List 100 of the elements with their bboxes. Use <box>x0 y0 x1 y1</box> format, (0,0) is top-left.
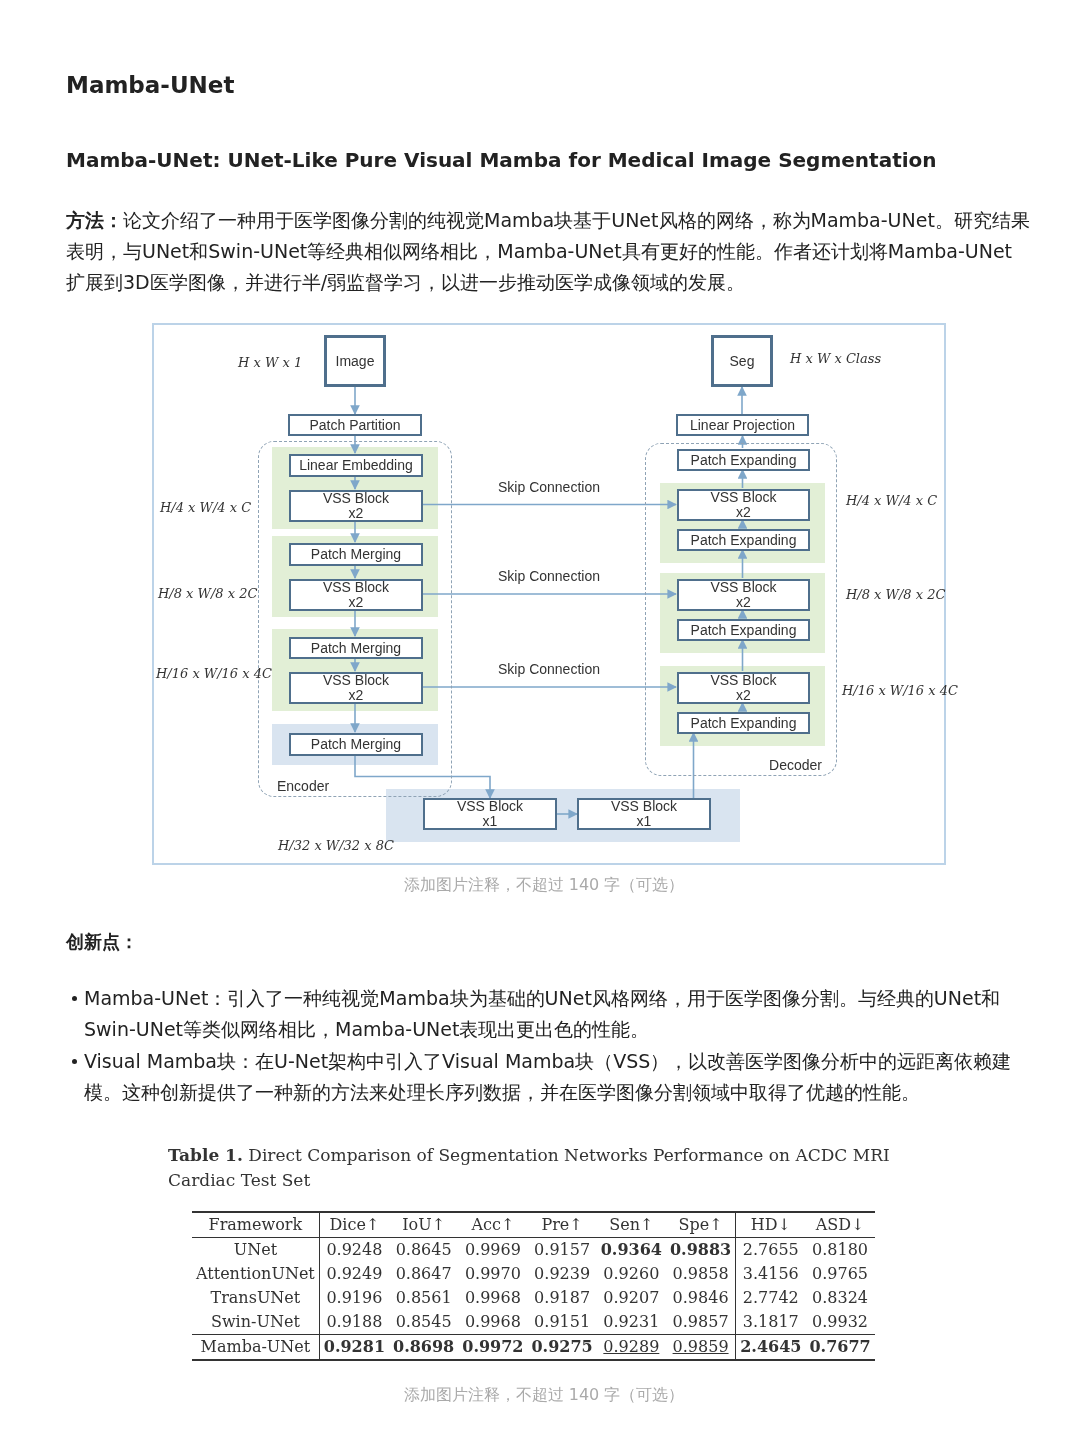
arrow <box>737 639 748 672</box>
arrow <box>737 435 748 449</box>
table-header-cell: Framework <box>192 1212 320 1238</box>
table-header-cell: Sen↑ <box>596 1212 666 1238</box>
process-box: VSS Block x2 <box>677 672 810 704</box>
arrow <box>421 682 677 692</box>
table-cell-text: 0.9187 <box>533 1287 592 1309</box>
arrow <box>737 386 747 415</box>
table-cell-text: 0.9207 <box>602 1287 661 1309</box>
table-cell: 2.7655 <box>735 1237 806 1262</box>
dimension-label: H/4 x W/4 x C <box>846 493 938 508</box>
group-label: Encoder <box>277 778 330 794</box>
table-header-cell: ASD↓ <box>805 1212 875 1238</box>
table-cell: 3.1817 <box>735 1310 806 1335</box>
table-cell: 0.9857 <box>665 1310 736 1335</box>
table-header-cell: Spe↑ <box>665 1212 736 1238</box>
process-box: Linear Projection <box>676 414 809 436</box>
table-cell: UNet <box>192 1237 320 1262</box>
table-cell-text: 0.8324 <box>811 1287 870 1309</box>
arrow <box>350 435 360 454</box>
caption-field: 添加图片注释，不超过 140 字（可选） <box>403 1385 685 1406</box>
method-paragraph: 方法：论文介绍了一种用于医学图像分割的纯视觉Mamba块基于UNet风格的网络，称为Mamba-UNet。研究结果表明，与UNet和Swin-UNet等经典相似网络相比，Mamba-UNet具有更好的性能。作者还计划将Mamba-UNet扩展到3D医学图像，并进行半/弱监督学习，以进一步推动医学成像领域的发展。 <box>66 208 1031 295</box>
table-cell: 0.9157 <box>527 1237 597 1262</box>
page-heading: Mamba-UNet <box>66 72 235 98</box>
process-box: VSS Block x2 <box>677 579 810 611</box>
table-cell: 3.4156 <box>735 1262 806 1286</box>
table-cell: 0.7677 <box>805 1334 875 1360</box>
bullet-text: Visual Mamba块：在U-Net架构中引入了Visual Mamba块（VSS），以改善医学图像分析中的远距离依赖建模。这种创新提供了一种新的方法来处理长序列数据，并在医学图像分割领域中取得了优越的性能。 <box>84 1049 1013 1105</box>
table-header-cell: Acc↑ <box>458 1212 528 1238</box>
arrow <box>354 754 495 799</box>
process-box: Patch Expanding <box>677 619 810 641</box>
arrow <box>350 702 360 733</box>
table-cell: 0.9883 <box>665 1237 736 1262</box>
table-cell: AttentionUNet <box>192 1262 320 1286</box>
table-cell: 0.9231 <box>596 1310 666 1335</box>
table-caption: Table 1. Direct Comparison of Segmentation Networks Performance on ACDC MRI Cardiac Test Set <box>168 1144 891 1192</box>
table-cell-text: 0.9239 <box>533 1263 592 1285</box>
arrow <box>350 609 360 637</box>
table-header-cell: Pre↑ <box>527 1212 597 1238</box>
table-header-cell: IoU↑ <box>389 1212 459 1238</box>
dimension-label: H/8 x W/8 x 2C <box>846 587 946 602</box>
arrow <box>688 732 699 799</box>
table-cell: 0.8698 <box>389 1334 459 1360</box>
process-box: Patch Partition <box>288 414 422 436</box>
edge-label: Skip Connection <box>496 661 602 677</box>
table-cell-text: 0.9260 <box>602 1263 661 1285</box>
table-cell: 0.9248 <box>319 1237 389 1262</box>
process-box: Patch Expanding <box>677 529 810 551</box>
table-cell: 0.9249 <box>319 1262 389 1286</box>
table-header-cell: Dice↑ <box>319 1212 389 1238</box>
table-cell-text: 0.9970 <box>463 1263 522 1285</box>
arrow <box>350 520 360 543</box>
table-cell: Swin-UNet <box>192 1310 320 1335</box>
table-cell: 0.9846 <box>665 1286 736 1310</box>
edge-label: Skip Connection <box>496 478 602 495</box>
arrow <box>737 609 748 619</box>
edge-label: Skip Connection <box>496 568 602 584</box>
process-box: Patch Merging <box>289 637 423 659</box>
table-cell: 0.9968 <box>458 1310 528 1335</box>
table-cell: 0.9289 <box>596 1334 666 1360</box>
table-cell: 0.8645 <box>389 1237 459 1262</box>
process-box: VSS Block x2 <box>289 490 423 522</box>
group-label: Decoder <box>769 757 822 773</box>
process-box: VSS Block x1 <box>577 798 711 830</box>
arrow <box>350 386 360 415</box>
table-cell: 0.9972 <box>458 1334 528 1360</box>
table-cell: 0.8180 <box>805 1237 875 1262</box>
arrow <box>350 657 360 672</box>
process-box: Image <box>324 335 386 387</box>
dimension-label: H x W x Class <box>790 351 882 366</box>
arrow <box>737 549 748 579</box>
table-cell: 0.9364 <box>596 1237 666 1262</box>
table-cell-text: 0.9968 <box>463 1287 522 1309</box>
dimension-label: H/8 x W/8 x 2C <box>158 586 258 601</box>
table-cell: 0.9969 <box>458 1237 528 1262</box>
table-cell: 0.8545 <box>389 1310 459 1335</box>
table-cell-text: 0.8561 <box>394 1287 453 1309</box>
process-box: VSS Block x2 <box>289 579 423 611</box>
dimension-label: H/4 x W/4 x C <box>160 500 252 515</box>
process-box: Linear Embedding <box>289 454 423 477</box>
section-heading: 创新点： <box>66 930 138 954</box>
table-cell-text: 0.8647 <box>394 1263 453 1285</box>
arrow <box>350 564 360 579</box>
table-cell: 2.7742 <box>735 1286 806 1310</box>
table-cell: 0.9932 <box>805 1310 875 1335</box>
arrow <box>421 589 677 599</box>
table-cell: 0.9281 <box>319 1334 389 1360</box>
process-box: VSS Block x2 <box>289 672 423 704</box>
process-box: Seg <box>711 335 773 387</box>
process-box: Patch Merging <box>289 543 423 566</box>
process-box: Patch Merging <box>289 733 423 756</box>
table-cell: 2.4645 <box>735 1334 806 1360</box>
caption-field: 添加图片注释，不超过 140 字（可选） <box>403 875 685 896</box>
paper-title: Mamba-UNet: UNet-Like Pure Visual Mamba for Medical Image Segmentation <box>66 148 937 172</box>
table-cell: Mamba-UNet <box>192 1334 320 1360</box>
dimension-label: H x W x 1 <box>238 355 303 370</box>
dashed-group-outline <box>645 443 837 776</box>
arrow <box>350 475 360 490</box>
table-cell: TransUNet <box>192 1286 320 1310</box>
dimension-label: H/32 x W/32 x 8C <box>278 838 394 853</box>
